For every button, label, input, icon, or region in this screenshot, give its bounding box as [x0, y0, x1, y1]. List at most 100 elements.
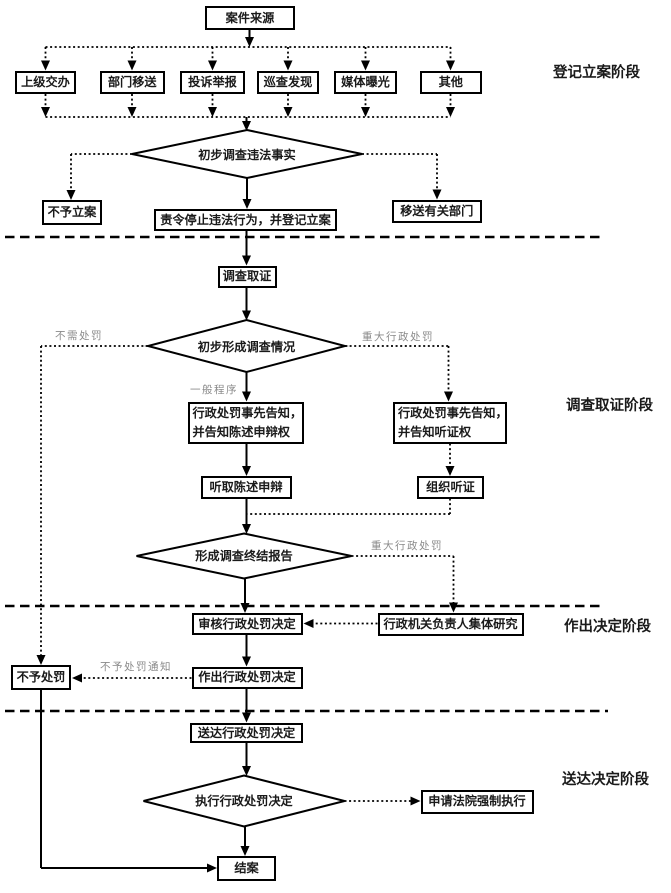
- edge-hear-to-d3: [242, 498, 251, 534]
- edge-label-no-penalty-notice: 不予处罚通知: [100, 661, 172, 673]
- edge-branch-into-source-4: [283, 47, 293, 71]
- edge-branch-into-source-1: [41, 47, 50, 71]
- node-investigate: 调查取证: [217, 265, 277, 288]
- node-hear-statement: 听取陈述申辩: [200, 476, 292, 499]
- node-deliver-decision: 送达行政处罚决定: [190, 722, 303, 743]
- node-source-other: 其他: [420, 70, 482, 94]
- node-notice-statement-line1: 行政处罚事先告知，: [192, 406, 303, 421]
- edge-label-no-penalty-needed: 不需处罚: [55, 330, 103, 342]
- node-collective-research-label: 行政机关负责人集体研究: [383, 617, 518, 632]
- node-source-other-label: 其他: [438, 75, 463, 90]
- edge-d4-to-court: [344, 796, 421, 806]
- node-notice-hearing-line2: 并告知听证权: [398, 424, 472, 439]
- stage-label-registration: 登记立案阶段: [553, 65, 640, 81]
- node-source-complaint-report: 投诉举报: [180, 70, 245, 94]
- edge-d1-to-order-stop: [242, 178, 252, 209]
- edge-notice-statement-to-hear: [242, 443, 251, 476]
- edge-label-major-penalty-d3: 重大行政处罚: [371, 540, 443, 552]
- node-order-stop-label: 责令停止违法行为，并登记立案: [160, 212, 331, 227]
- node-case-source-label: 案件来源: [225, 10, 275, 25]
- node-notice-statement: 行政处罚事先告知， 并告知陈述申辩权: [187, 401, 304, 444]
- stage-label-delivery: 送达决定阶段: [562, 772, 649, 788]
- edge-no-penalty-to-close: [40, 689, 217, 873]
- decision-form-investigation-shape: [144, 318, 349, 374]
- edge-d4-to-close: [240, 826, 250, 856]
- edge-d1-to-no-filing: [66, 153, 132, 200]
- edge-d2-no-penalty-branch: [36, 345, 148, 665]
- edge-review-to-make-decision: [242, 634, 251, 667]
- node-close-case: 结案: [217, 856, 276, 881]
- edge-deliver-to-d4: [242, 742, 251, 776]
- edge-make-decision-to-deliver: [242, 688, 251, 723]
- edge-order-stop-to-investigate: [242, 230, 251, 266]
- edge-make-decision-to-no-penalty: [72, 673, 192, 683]
- edge-source-4-to-collector: [283, 94, 293, 117]
- node-case-source: 案件来源: [205, 6, 295, 30]
- node-source-patrol-discovery: 巡查发现: [257, 70, 319, 94]
- edge-source-6-to-collector: [446, 94, 455, 117]
- edge-d1-to-transfer: [362, 153, 442, 200]
- node-review-decision: 审核行政处罚决定: [191, 613, 303, 635]
- node-collective-research: 行政机关负责人集体研究: [377, 612, 524, 636]
- decision-execute-penalty-label: 执行行政处罚决定: [195, 794, 293, 808]
- edge-source-5-to-collector: [361, 94, 370, 117]
- node-transfer: 移送有关部门: [392, 199, 482, 223]
- node-court-enforcement-label: 申请法院强制执行: [428, 794, 526, 809]
- node-order-stop: 责令停止违法行为，并登记立案: [154, 209, 337, 231]
- node-no-filing: 不予立案: [42, 200, 102, 225]
- edge-d3-major-penalty-branch: [351, 555, 458, 613]
- node-review-decision-label: 审核行政处罚决定: [198, 616, 296, 631]
- edge-label-major-penalty-d2: 重大行政处罚: [362, 331, 434, 343]
- node-no-penalty-label: 不予处罚: [16, 670, 66, 685]
- node-organize-hearing-label: 组织听证: [426, 480, 475, 495]
- node-source-media-exposure: 媒体曝光: [334, 70, 397, 94]
- edge-collective-to-review: [303, 619, 378, 628]
- node-source-patrol-discovery-label: 巡查发现: [263, 75, 313, 90]
- decision-initial-investigation-label: 初步调查违法事实: [198, 147, 296, 162]
- node-notice-hearing: 行政处罚事先告知， 并告知听证权: [393, 401, 508, 444]
- decision-initial-investigation-shape: [131, 128, 363, 180]
- node-source-department-transfer-label: 部门移送: [107, 75, 157, 90]
- edge-organize-to-main: [246, 498, 451, 515]
- edge-d2-to-notice-statement: [242, 372, 251, 402]
- decision-final-report-shape: [136, 532, 352, 580]
- edge-case-source-to-branch: [245, 29, 254, 47]
- node-investigate-label: 调查取证: [222, 269, 272, 284]
- node-hear-statement-label: 听取陈述申辩: [209, 480, 283, 495]
- node-deliver-decision-label: 送达行政处罚决定: [197, 725, 296, 740]
- node-no-penalty: 不予处罚: [11, 665, 71, 690]
- edge-source-1-to-collector: [41, 94, 50, 117]
- stage-label-investigation: 调查取证阶段: [566, 398, 653, 414]
- edge-d3-to-review: [240, 578, 250, 613]
- node-source-superior-assignment: 上级交办: [15, 70, 76, 94]
- edge-branch-into-source-2: [127, 47, 137, 71]
- edge-branch-into-source-3: [208, 47, 217, 71]
- edge-collector-to-d1: [242, 117, 251, 131]
- edge-investigate-to-d2: [242, 287, 251, 321]
- node-court-enforcement: 申请法院强制执行: [420, 789, 534, 814]
- edge-d2-major-penalty-branch: [345, 345, 453, 402]
- node-transfer-label: 移送有关部门: [400, 204, 474, 219]
- node-organize-hearing: 组织听证: [417, 476, 484, 499]
- edge-source-3-to-collector: [208, 94, 217, 117]
- node-make-decision-label: 作出行政处罚决定: [198, 670, 296, 685]
- stage-label-decision: 作出决定阶段: [564, 619, 651, 635]
- node-make-decision: 作出行政处罚决定: [191, 666, 303, 689]
- node-source-superior-assignment-label: 上级交办: [21, 75, 70, 90]
- node-notice-hearing-line1: 行政处罚事先告知，: [398, 406, 508, 421]
- decision-execute-penalty-shape: [143, 774, 345, 828]
- node-source-media-exposure-label: 媒体曝光: [341, 75, 390, 90]
- edge-source-2-to-collector: [127, 94, 137, 117]
- node-notice-statement-line2: 并告知陈述申辩权: [192, 424, 291, 439]
- edge-branch-into-source-6: [446, 47, 455, 71]
- edge-label-general-procedure: 一般程序: [190, 384, 238, 396]
- node-source-department-transfer: 部门移送: [99, 70, 165, 94]
- edge-branch-into-source-5: [361, 47, 370, 71]
- node-source-complaint-report-label: 投诉举报: [188, 75, 237, 90]
- node-close-case-label: 结案: [234, 861, 259, 876]
- decision-form-investigation-label: 初步形成调查情况: [197, 339, 296, 354]
- decision-final-report-label: 形成调查终结报告: [195, 549, 293, 563]
- edge-notice-hearing-to-organize: [445, 443, 455, 476]
